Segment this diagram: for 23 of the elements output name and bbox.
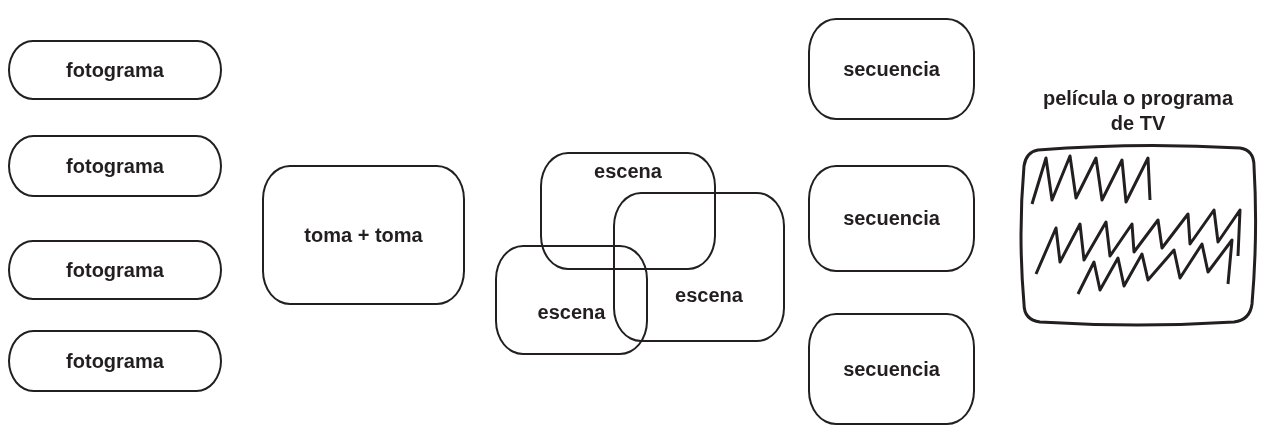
node-label: fotograma	[66, 348, 164, 374]
node-label: escena	[594, 158, 662, 184]
node-label: fotograma	[66, 257, 164, 283]
node-label: secuencia	[843, 356, 940, 382]
rounded-frame	[613, 192, 785, 342]
rounded-frame	[495, 245, 648, 355]
rounded-frame	[8, 135, 222, 197]
rounded-frame	[8, 330, 222, 392]
node-label: fotograma	[66, 153, 164, 179]
rounded-frame	[808, 165, 975, 272]
node-label: toma + toma	[304, 222, 423, 248]
rounded-frame	[540, 152, 716, 270]
node-label: escena	[675, 282, 743, 308]
node-label: fotograma	[66, 57, 164, 83]
rounded-frame	[808, 18, 975, 120]
node-label: película o programa de TV	[1041, 86, 1235, 136]
rounded-frame	[262, 165, 465, 305]
node-label: escena	[537, 299, 606, 325]
rounded-frame	[808, 313, 975, 425]
rounded-frame	[8, 240, 222, 300]
rounded-frame	[8, 40, 222, 100]
node-label: secuencia	[843, 56, 940, 82]
node-label: secuencia	[843, 206, 940, 231]
